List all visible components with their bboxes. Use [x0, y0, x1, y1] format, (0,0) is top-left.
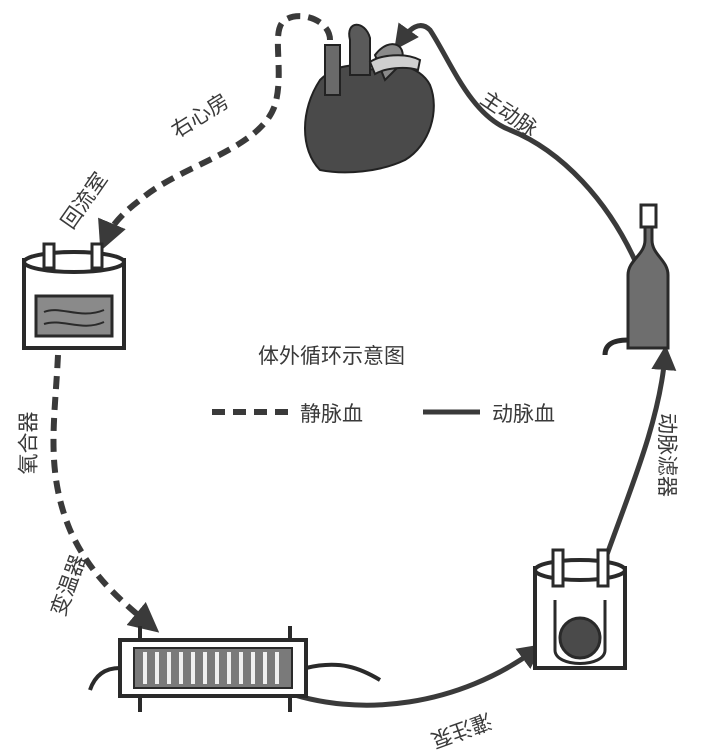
arterial-filter-icon: [602, 203, 670, 356]
legend-venous-label: 静脉血: [300, 402, 363, 426]
heart-icon: [304, 23, 435, 174]
label-arterial-filter: 动脉滤器: [655, 413, 679, 497]
perfusion-pump-icon: [533, 548, 627, 670]
venous-line-heart-to-reflux: [98, 13, 333, 252]
heat-exchanger-icon: [88, 626, 382, 712]
diagram-title: 体外循环示意图: [258, 344, 405, 368]
label-oxygenator: 氧合器: [16, 411, 41, 475]
arterial-line-filter-to-aorta: [394, 22, 643, 273]
legend-arterial-label: 动脉血: [492, 402, 555, 426]
arterial-line-pump-to-filter: [602, 345, 677, 561]
reflux-chamber-icon: [22, 242, 126, 350]
arterial-line-heater-to-pump: [279, 644, 544, 708]
venous-line-oxygenator-to-heater: [50, 354, 160, 633]
